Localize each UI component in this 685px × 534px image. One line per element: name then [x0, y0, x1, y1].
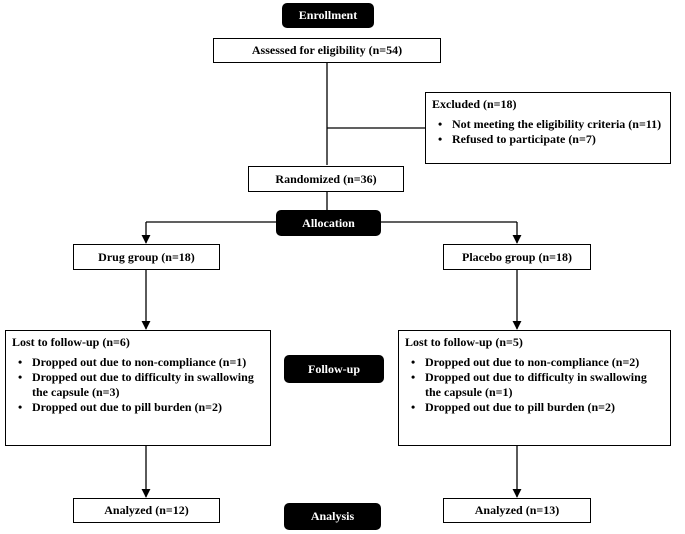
assessed-box: Assessed for eligibility (n=54) [213, 38, 441, 63]
placebo-lost-box: Lost to follow-up (n=5) Dropped out due … [398, 330, 671, 446]
list-item: Dropped out due to non-compliance (n=1) [18, 355, 264, 370]
drug-group-box: Drug group (n=18) [73, 244, 220, 270]
list-item: Dropped out due to difficulty in swallow… [18, 370, 264, 400]
stage-followup: Follow-up [284, 355, 384, 383]
list-item: Dropped out due to pill burden (n=2) [411, 400, 664, 415]
drug-lost-heading: Lost to follow-up (n=6) [12, 335, 130, 349]
placebo-lost-list: Dropped out due to non-compliance (n=2) … [405, 355, 664, 415]
list-item: Refused to participate (n=7) [438, 132, 664, 147]
list-item: Dropped out due to non-compliance (n=2) [411, 355, 664, 370]
excluded-list: Not meeting the eligibility criteria (n=… [432, 117, 664, 147]
drug-analyzed-box: Analyzed (n=12) [73, 498, 220, 523]
excluded-box: Excluded (n=18) Not meeting the eligibil… [425, 92, 671, 164]
placebo-analyzed-box: Analyzed (n=13) [443, 498, 591, 523]
stage-allocation: Allocation [276, 210, 381, 236]
stage-analysis: Analysis [284, 503, 381, 530]
list-item: Not meeting the eligibility criteria (n=… [438, 117, 664, 132]
list-item: Dropped out due to difficulty in swallow… [411, 370, 664, 400]
list-item: Dropped out due to pill burden (n=2) [18, 400, 264, 415]
drug-lost-box: Lost to follow-up (n=6) Dropped out due … [5, 330, 271, 446]
placebo-group-box: Placebo group (n=18) [443, 244, 591, 270]
drug-lost-list: Dropped out due to non-compliance (n=1) … [12, 355, 264, 415]
stage-enrollment: Enrollment [282, 3, 374, 28]
excluded-heading: Excluded (n=18) [432, 97, 517, 111]
placebo-lost-heading: Lost to follow-up (n=5) [405, 335, 523, 349]
randomized-box: Randomized (n=36) [248, 166, 404, 192]
